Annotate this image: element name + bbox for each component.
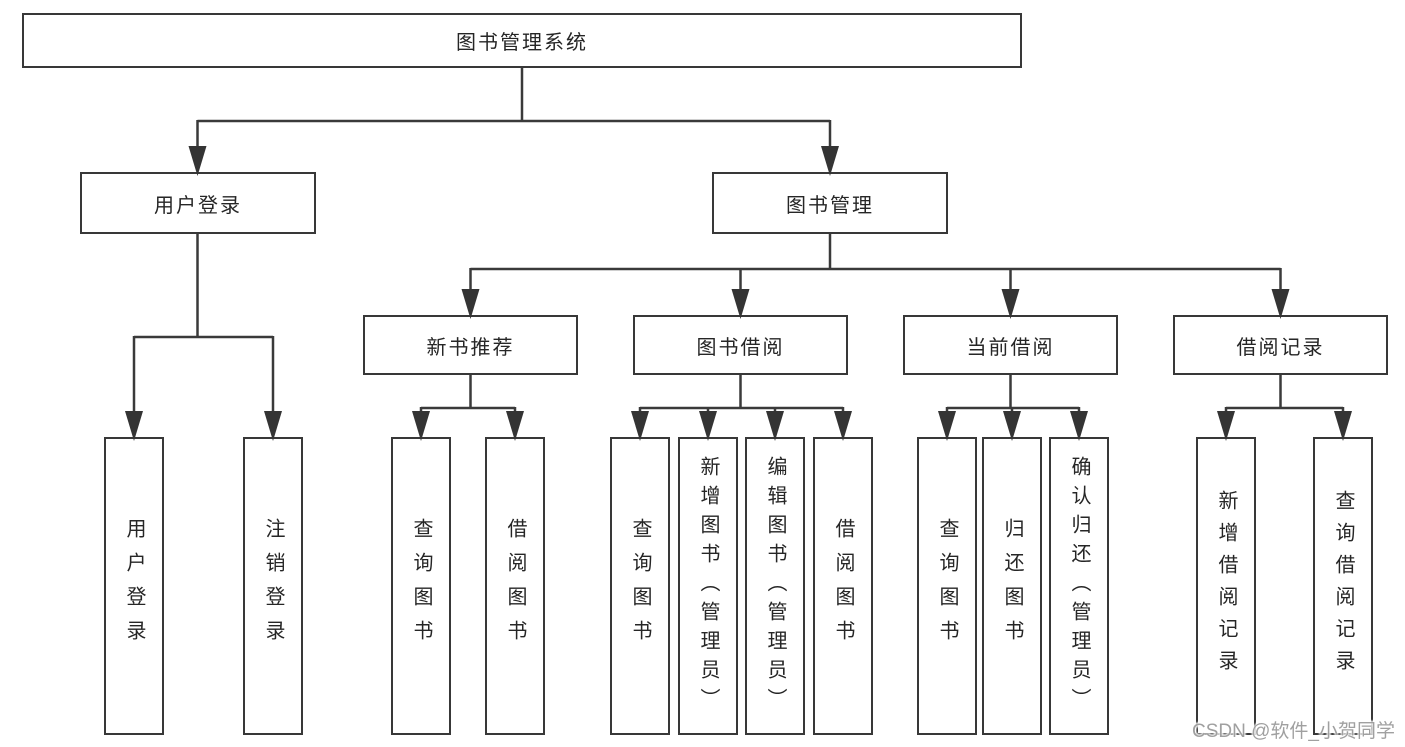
- connector-current-to-leaves: [945, 375, 1081, 414]
- leaf-label: 查询图书: [936, 518, 958, 654]
- node-label: 借阅记录: [1236, 336, 1325, 359]
- leaf-label: 注销登录: [262, 518, 284, 654]
- node-label: 用户登录: [154, 194, 242, 217]
- leaf-label: 查询借阅记录: [1332, 490, 1354, 682]
- node-label: 当前借阅: [966, 336, 1055, 359]
- leaf-add-borrow-record: 新增借阅记录: [1196, 437, 1256, 735]
- node-borrowing-records: 借阅记录: [1173, 315, 1388, 375]
- leaf-return-books: 归还图书: [982, 437, 1042, 735]
- leaf-borrow-books: 借阅图书: [813, 437, 873, 735]
- leaf-label: 新增借阅记录: [1215, 490, 1237, 682]
- leaf-edit-books-admin: 编辑图书（管理员）: [745, 437, 805, 735]
- leaf-query-books-recommend: 查询图书: [391, 437, 451, 735]
- leaf-label: 新增图书（管理员）: [697, 455, 719, 717]
- leaf-query-books-current: 查询图书: [917, 437, 977, 735]
- leaf-label: 确认归还（管理员）: [1068, 455, 1090, 717]
- leaf-label: 借阅图书: [504, 518, 526, 654]
- leaf-query-borrow-record: 查询借阅记录: [1313, 437, 1373, 735]
- leaf-label: 归还图书: [1001, 518, 1023, 654]
- node-label: 图书管理: [786, 194, 874, 217]
- csdn-watermark: CSDN @软件_小贺同学: [1192, 721, 1395, 742]
- connector-newbooks-to-leaves: [419, 375, 517, 414]
- leaf-label: 借阅图书: [832, 518, 854, 654]
- leaf-label: 查询图书: [629, 518, 651, 654]
- node-current-borrowing: 当前借阅: [903, 315, 1118, 375]
- node-label: 图书管理系统: [456, 32, 588, 54]
- leaf-logout: 注销登录: [243, 437, 303, 735]
- connector-userlogin-to-leaves: [132, 234, 275, 414]
- connector-root-to-level2: [196, 68, 832, 150]
- node-label: 新书推荐: [426, 336, 515, 359]
- leaf-label: 编辑图书（管理员）: [764, 455, 786, 717]
- connector-records-to-leaves: [1224, 375, 1345, 414]
- leaf-label: 查询图书: [410, 518, 432, 654]
- connector-borrowing-to-leaves: [638, 375, 845, 414]
- leaf-user-login: 用户登录: [104, 437, 164, 735]
- node-new-book-recommend: 新书推荐: [363, 315, 578, 375]
- node-system-root: 图书管理系统: [22, 13, 1022, 68]
- leaf-add-books-admin: 新增图书（管理员）: [678, 437, 738, 735]
- node-label: 图书借阅: [696, 336, 785, 359]
- leaf-borrow-books-recommend: 借阅图书: [485, 437, 545, 735]
- node-user-login: 用户登录: [80, 172, 316, 234]
- leaf-query-books-borrowing: 查询图书: [610, 437, 670, 735]
- node-book-management: 图书管理: [712, 172, 948, 234]
- node-book-borrowing: 图书借阅: [633, 315, 848, 375]
- leaf-confirm-return-admin: 确认归还（管理员）: [1049, 437, 1109, 735]
- connector-bookmgmt-to-level3: [469, 234, 1282, 292]
- leaf-label: 用户登录: [123, 518, 145, 654]
